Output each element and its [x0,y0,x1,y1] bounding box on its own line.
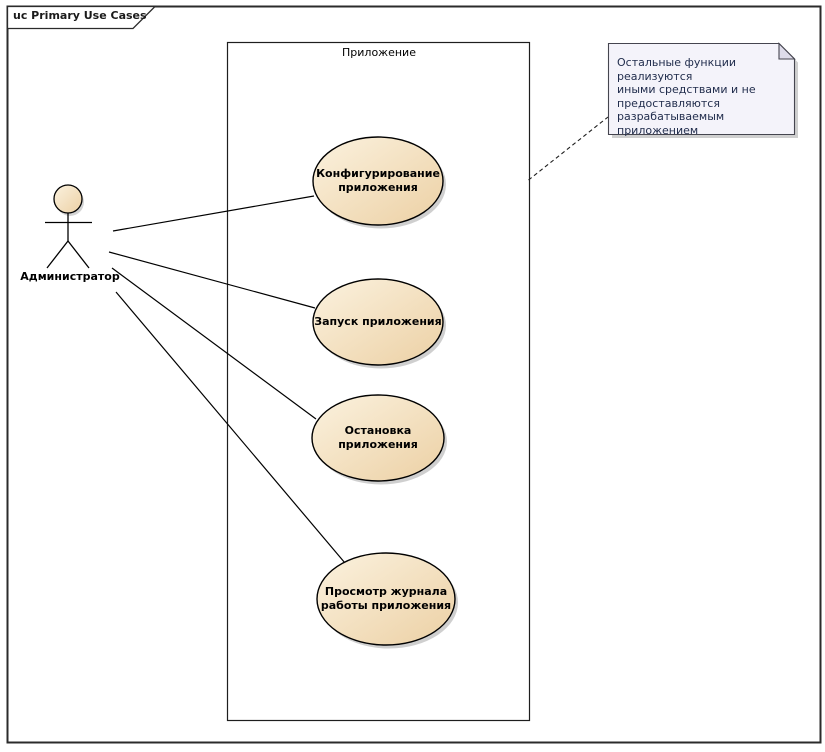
usecase-configure-ellipse[interactable] [312,136,444,226]
actor-left-leg [46,240,69,269]
usecase-configure-label: Конфигурирование приложения [316,167,440,194]
note[interactable] [607,42,796,136]
association-actor-viewlog[interactable] [115,291,346,564]
usecase-viewlog-ellipse[interactable] [316,552,456,646]
actor-label: Администратор [20,270,120,283]
association-actor-start[interactable] [108,251,316,309]
frame-tab [6,5,157,30]
association-actor-stop[interactable] [111,267,317,420]
usecase-stop-label: Остановка приложения [338,424,418,451]
note-text: Остальные функции реализуются иными сред… [617,56,756,137]
note-link-dashed-line[interactable] [528,116,609,181]
usecase-viewlog-label: Просмотр журнала работы приложения [320,585,452,612]
association-actor-configure[interactable] [112,195,315,232]
note-fold-corner [778,42,796,60]
actor-figure[interactable] [45,184,92,269]
frame-title: uc Primary Use Cases [13,9,147,22]
usecase-start-ellipse[interactable] [312,278,444,366]
usecase-start-label: Запуск приложения [314,315,442,328]
boundary-label: Приложение [342,46,416,59]
usecase-stop-ellipse[interactable] [311,394,445,482]
actor-right-leg [67,240,90,269]
actor-head [53,184,83,214]
